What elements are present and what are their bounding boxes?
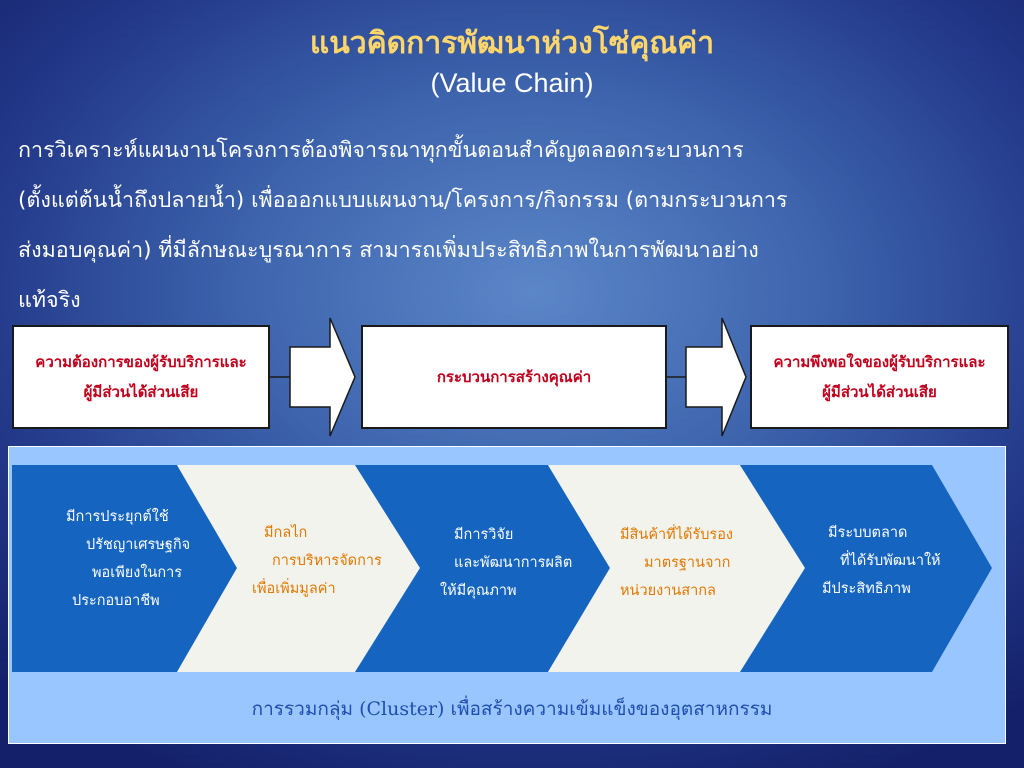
chevron-line: ปรัชญาเศรษฐกิจ — [86, 537, 191, 553]
body-line: การวิเคราะห์แผนงานโครงการต้องพิจารณาทุกข… — [18, 138, 744, 163]
customer-satisfaction-box: ความพึงพอใจของผู้รับบริการและ ผู้มีส่วนไ… — [750, 325, 1009, 429]
chevron-step-5 — [740, 465, 992, 672]
cluster-caption: การรวมกลุ่ม (Cluster) เพื่อสร้างความเข้ม… — [251, 698, 773, 720]
chevron-line: พอเพียงในการ — [92, 565, 183, 581]
chevron-2-text: มีกลไก การบริหารจัดการ เพื่อเพิ่มมูลค่า — [252, 519, 382, 603]
chevron-4-text: มีสินค้าที่ได้รับรอง มาตรฐานจาก หน่วยงาน… — [620, 521, 733, 605]
body-paragraph: การวิเคราะห์แผนงานโครงการต้องพิจารณาทุกข… — [18, 126, 1008, 326]
chevron-step-4 — [548, 465, 805, 672]
chevron-line: มีประสิทธิภาพ — [822, 581, 911, 597]
box-line: ความพึงพอใจของผู้รับบริการและ — [773, 353, 986, 371]
slide-subtitle: (Value Chain) — [430, 68, 594, 98]
chevron-1-text: มีการประยุกต์ใช้ ปรัชญาเศรษฐกิจ พอเพียงใ… — [66, 503, 190, 615]
chevron-3-text: มีการวิจัย และพัฒนาการผลิต ให้มีคุณภาพ — [440, 521, 572, 605]
right-arrow-icon — [685, 317, 747, 437]
chevron-line: ที่ได้รับพัฒนาให้ — [840, 553, 941, 569]
slide-title: แนวคิดการพัฒนาห่วงโซ่คุณค่า — [309, 26, 715, 61]
chevron-line: และพัฒนาการผลิต — [454, 555, 573, 571]
value-creation-box: กระบวนการสร้างคุณค่า — [361, 325, 667, 429]
customer-needs-box: ความต้องการของผู้รับบริการและ ผู้มีส่วนไ… — [12, 325, 270, 429]
chevron-line: มีสินค้าที่ได้รับรอง — [620, 527, 733, 543]
box-line: ความต้องการของผู้รับบริการและ — [35, 353, 247, 371]
chevron-5-text: มีระบบตลาด ที่ได้รับพัฒนาให้ มีประสิทธิภ… — [822, 519, 941, 603]
body-line: (ตั้งแต่ต้นน้ำถึงปลายน้ำ) เพื่อออกแบบแผน… — [18, 188, 788, 213]
chevron-line: มีการประยุกต์ใช้ — [66, 509, 169, 525]
chevron-line: การบริหารจัดการ — [272, 553, 382, 569]
box-line: กระบวนการสร้างคุณค่า — [436, 368, 592, 386]
box-line: ผู้มีส่วนได้ส่วนเสีย — [822, 383, 937, 401]
chevron-line: ให้มีคุณภาพ — [440, 583, 517, 599]
chevron-step-3 — [355, 465, 610, 672]
chevron-line: มาตรฐานจาก — [644, 555, 731, 571]
body-line: ส่งมอบคุณค่า) ที่มีลักษณะบูรณาการ สามารถ… — [18, 238, 759, 263]
chevron-step-2 — [177, 465, 420, 672]
chevron-line: เพื่อเพิ่มมูลค่า — [252, 581, 336, 597]
chevron-line: มีการวิจัย — [454, 527, 514, 543]
body-line: แท้จริง — [18, 288, 81, 313]
right-arrow-icon — [289, 317, 356, 437]
chevron-line: ประกอบอาชีพ — [72, 593, 160, 609]
chevron-line: หน่วยงานสากล — [620, 583, 716, 599]
box-line: ผู้มีส่วนได้ส่วนเสีย — [83, 383, 199, 401]
chevron-line: มีกลไก — [264, 525, 308, 541]
chevron-line: มีระบบตลาด — [828, 525, 908, 541]
chevron-step-1 — [12, 465, 237, 672]
